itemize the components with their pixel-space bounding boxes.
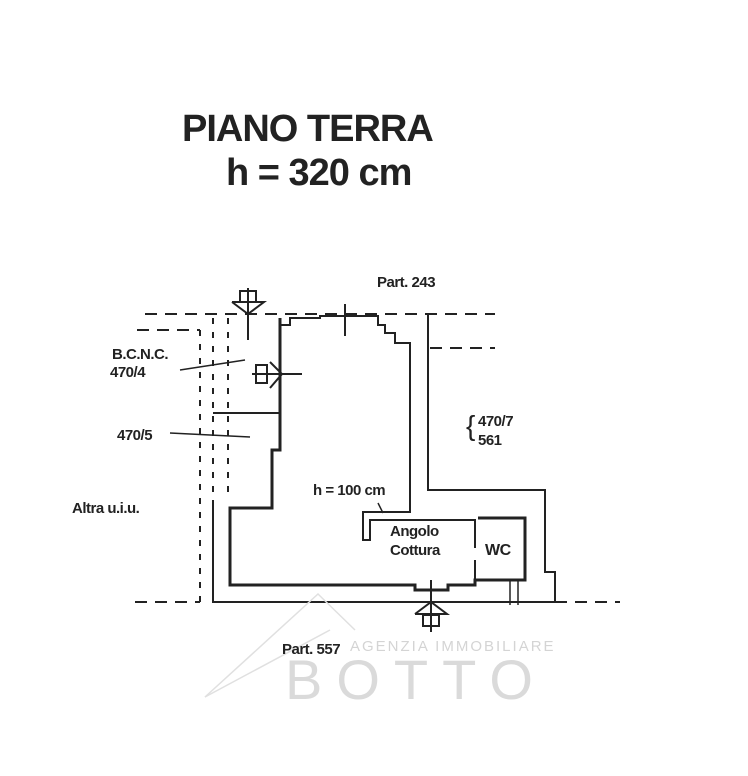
plan-height: h = 320 cm	[226, 152, 412, 194]
label-wc: WC	[485, 542, 511, 559]
label-470-4: 470/4	[110, 364, 146, 381]
label-h-100: h = 100 cm	[313, 482, 386, 499]
label-part-557: Part. 557	[282, 641, 341, 658]
outer-wall	[212, 314, 556, 603]
watermark-agency: AGENZIA IMMOBILIARE	[350, 638, 556, 655]
entrance-arrow-bottom	[414, 580, 450, 632]
watermark-brand: BOTTO	[285, 648, 547, 711]
watermark-logo	[204, 592, 356, 698]
label-part-243: Part. 243	[377, 274, 436, 291]
brace-470-7: {	[466, 410, 475, 441]
entrance-arrow-left	[252, 361, 302, 389]
label-470-5: 470/5	[117, 427, 153, 444]
label-bcnc: B.C.N.C.	[112, 346, 169, 363]
plan-title: PIANO TERRA	[182, 108, 434, 150]
label-angolo: Angolo	[390, 523, 439, 540]
label-cottura: Cottura	[390, 542, 440, 559]
label-altra-uiu: Altra u.i.u.	[72, 500, 140, 517]
label-470-7: 470/7	[478, 413, 514, 430]
entrance-arrow-top	[231, 288, 267, 340]
inner-wall	[228, 318, 527, 592]
label-561: 561	[478, 432, 502, 449]
